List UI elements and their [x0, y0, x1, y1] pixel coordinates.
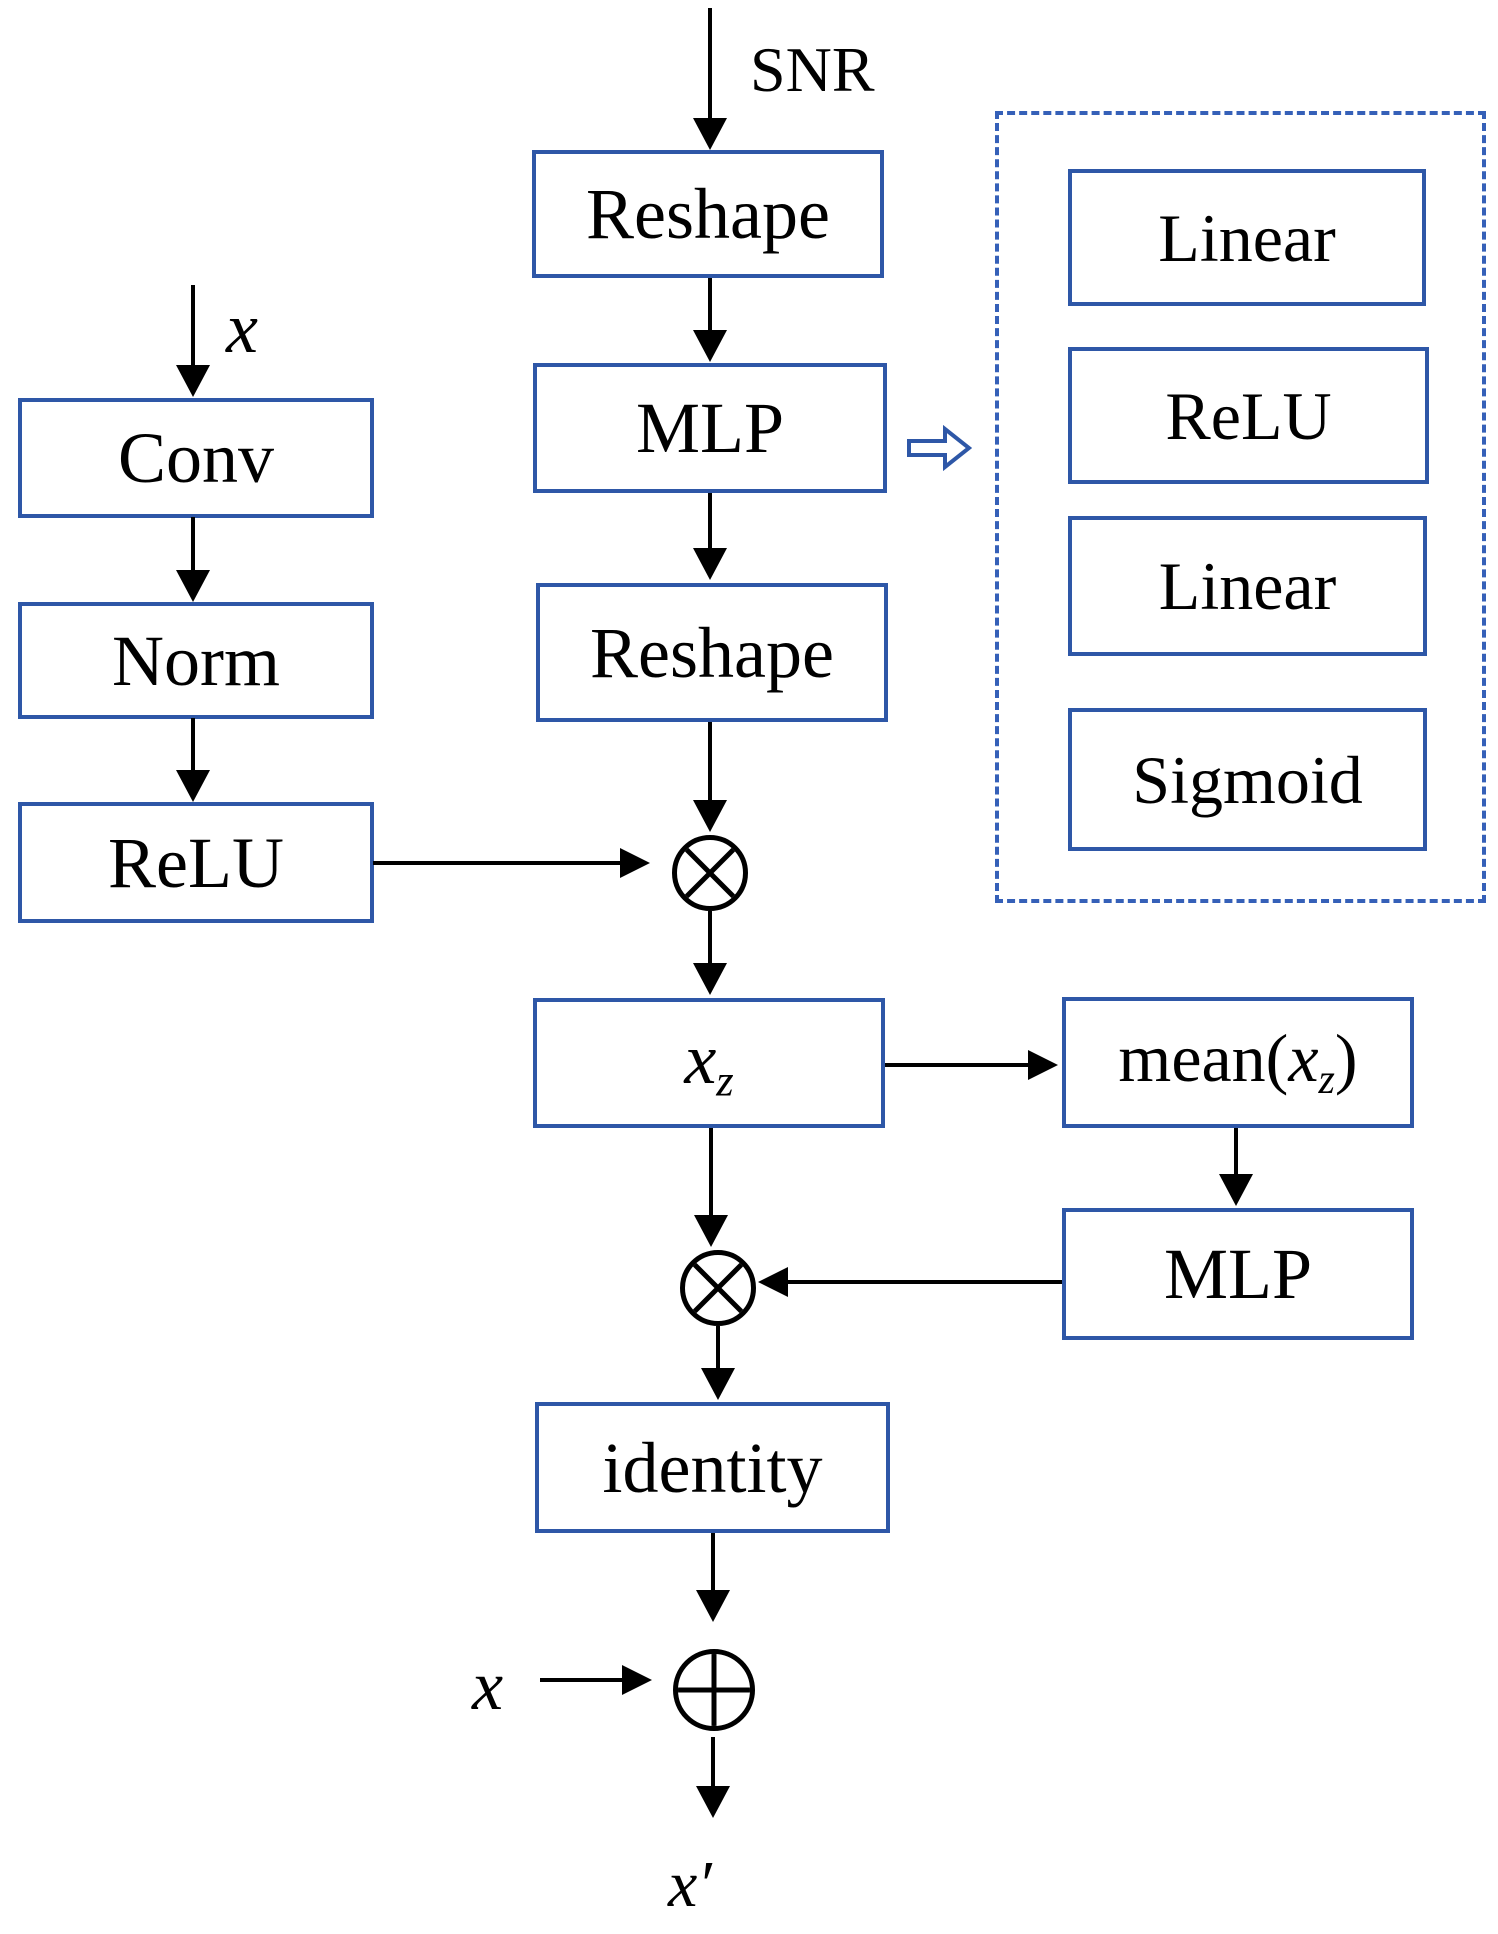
- x-out-label: x′: [668, 1848, 712, 1921]
- reshape-top-label: Reshape: [586, 174, 830, 254]
- linear1-label: Linear: [1158, 199, 1336, 276]
- xz-to-mean-arrowhead-icon: [1028, 1050, 1058, 1080]
- multiply-to-xz-line: [708, 911, 712, 965]
- x-in-arrow-line: [191, 285, 195, 367]
- snr-label: SNR: [750, 34, 875, 105]
- linear2-box: Linear: [1068, 516, 1427, 656]
- multiply-icon: [672, 835, 748, 911]
- xz-box: xz: [533, 998, 885, 1128]
- norm-to-relu-line: [191, 718, 195, 772]
- relu-to-multiply-line: [373, 861, 620, 865]
- mlp-to-reshape-arrowhead-icon: [693, 548, 727, 580]
- reshape-top-box: Reshape: [532, 150, 884, 278]
- mlp-to-reshape-line: [708, 493, 712, 550]
- snr-arrow-line: [708, 8, 712, 120]
- mlp-snr-label: MLP: [635, 388, 785, 468]
- mean-to-mlp-arrowhead-icon: [1219, 1174, 1253, 1206]
- xz-to-multiply2-line: [709, 1128, 713, 1217]
- x-in-arrowhead-icon: [176, 365, 210, 397]
- reshape-bottom-label: Reshape: [590, 612, 834, 693]
- multiply-to-xz-arrowhead-icon: [693, 963, 727, 995]
- norm-box: Norm: [18, 602, 374, 719]
- reshape-to-mlp-line: [708, 278, 712, 332]
- mean-to-mlp-line: [1234, 1128, 1238, 1176]
- conv-to-norm-arrowhead-icon: [176, 570, 210, 602]
- expand-arrow-icon: [907, 425, 972, 471]
- mlp-channel-box: MLP: [1062, 1208, 1414, 1340]
- relu-box: ReLU: [18, 802, 374, 923]
- x-skip-label: x: [472, 1648, 504, 1725]
- relu-expansion-label: ReLU: [1165, 377, 1332, 454]
- norm-to-relu-arrowhead-icon: [176, 770, 210, 802]
- multiply2-to-identity-arrowhead-icon: [701, 1368, 735, 1400]
- mlp-to-multiply-line: [788, 1280, 1062, 1284]
- x-in-label: x: [226, 288, 258, 368]
- mlp-to-multiply-arrowhead-icon: [758, 1267, 788, 1297]
- mean-xz-label: mean(xz): [1118, 1020, 1358, 1103]
- add-to-output-line: [711, 1737, 715, 1788]
- multiply2-icon: [680, 1250, 756, 1326]
- relu-to-multiply-arrowhead-icon: [620, 848, 650, 878]
- snr-arrowhead-icon: [693, 118, 727, 150]
- mlp-snr-box: MLP: [533, 363, 887, 493]
- multiply2-to-identity-line: [716, 1326, 720, 1370]
- relu-expansion-box: ReLU: [1068, 347, 1429, 484]
- reshape-bottom-box: Reshape: [536, 583, 888, 722]
- reshape-to-multiply-line: [708, 722, 712, 802]
- norm-label: Norm: [112, 620, 280, 701]
- conv-to-norm-line: [191, 517, 195, 572]
- mean-xz-box: mean(xz): [1062, 997, 1414, 1128]
- add-vertical: [711, 1654, 717, 1726]
- sigmoid-label: Sigmoid: [1132, 741, 1363, 818]
- reshape-to-multiply-arrowhead-icon: [693, 800, 727, 832]
- conv-label: Conv: [117, 418, 275, 498]
- xz-to-mean-line: [885, 1063, 1028, 1067]
- x-skip-to-add-line: [540, 1678, 622, 1682]
- reshape-to-mlp-arrowhead-icon: [693, 330, 727, 362]
- identity-to-add-arrowhead-icon: [696, 1590, 730, 1622]
- add-icon: [673, 1649, 755, 1731]
- mlp-channel-label: MLP: [1163, 1234, 1313, 1314]
- add-to-output-arrowhead-icon: [696, 1786, 730, 1818]
- identity-label: identity: [602, 1427, 823, 1508]
- identity-to-add-line: [711, 1533, 715, 1592]
- sigmoid-box: Sigmoid: [1068, 708, 1427, 851]
- linear2-label: Linear: [1158, 548, 1337, 624]
- linear1-box: Linear: [1068, 169, 1426, 306]
- xz-label: xz: [684, 1018, 734, 1106]
- identity-box: identity: [535, 1402, 890, 1533]
- conv-box: Conv: [18, 398, 374, 518]
- x-skip-to-add-arrowhead-icon: [622, 1665, 652, 1695]
- relu-label: ReLU: [108, 822, 284, 903]
- xz-to-multiply2-arrowhead-icon: [694, 1215, 728, 1247]
